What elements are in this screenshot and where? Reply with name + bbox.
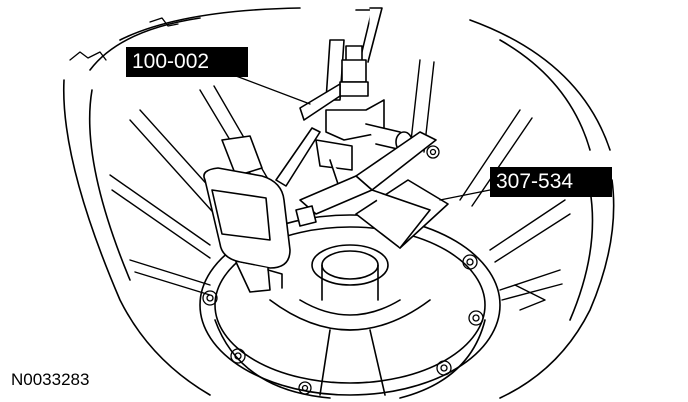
bolt-heads [202,145,484,395]
callout-tool-307-534: 307-534 [490,167,612,197]
case-rim [62,7,615,399]
callout-tool-100-002: 100-002 [126,47,248,77]
dial-indicator [203,135,291,293]
magnetic-base-arm [275,7,413,191]
gauge-bar [295,131,449,249]
pump-body [199,214,501,399]
leader-lines [235,75,491,201]
figure-reference-number: N0033283 [11,370,90,389]
